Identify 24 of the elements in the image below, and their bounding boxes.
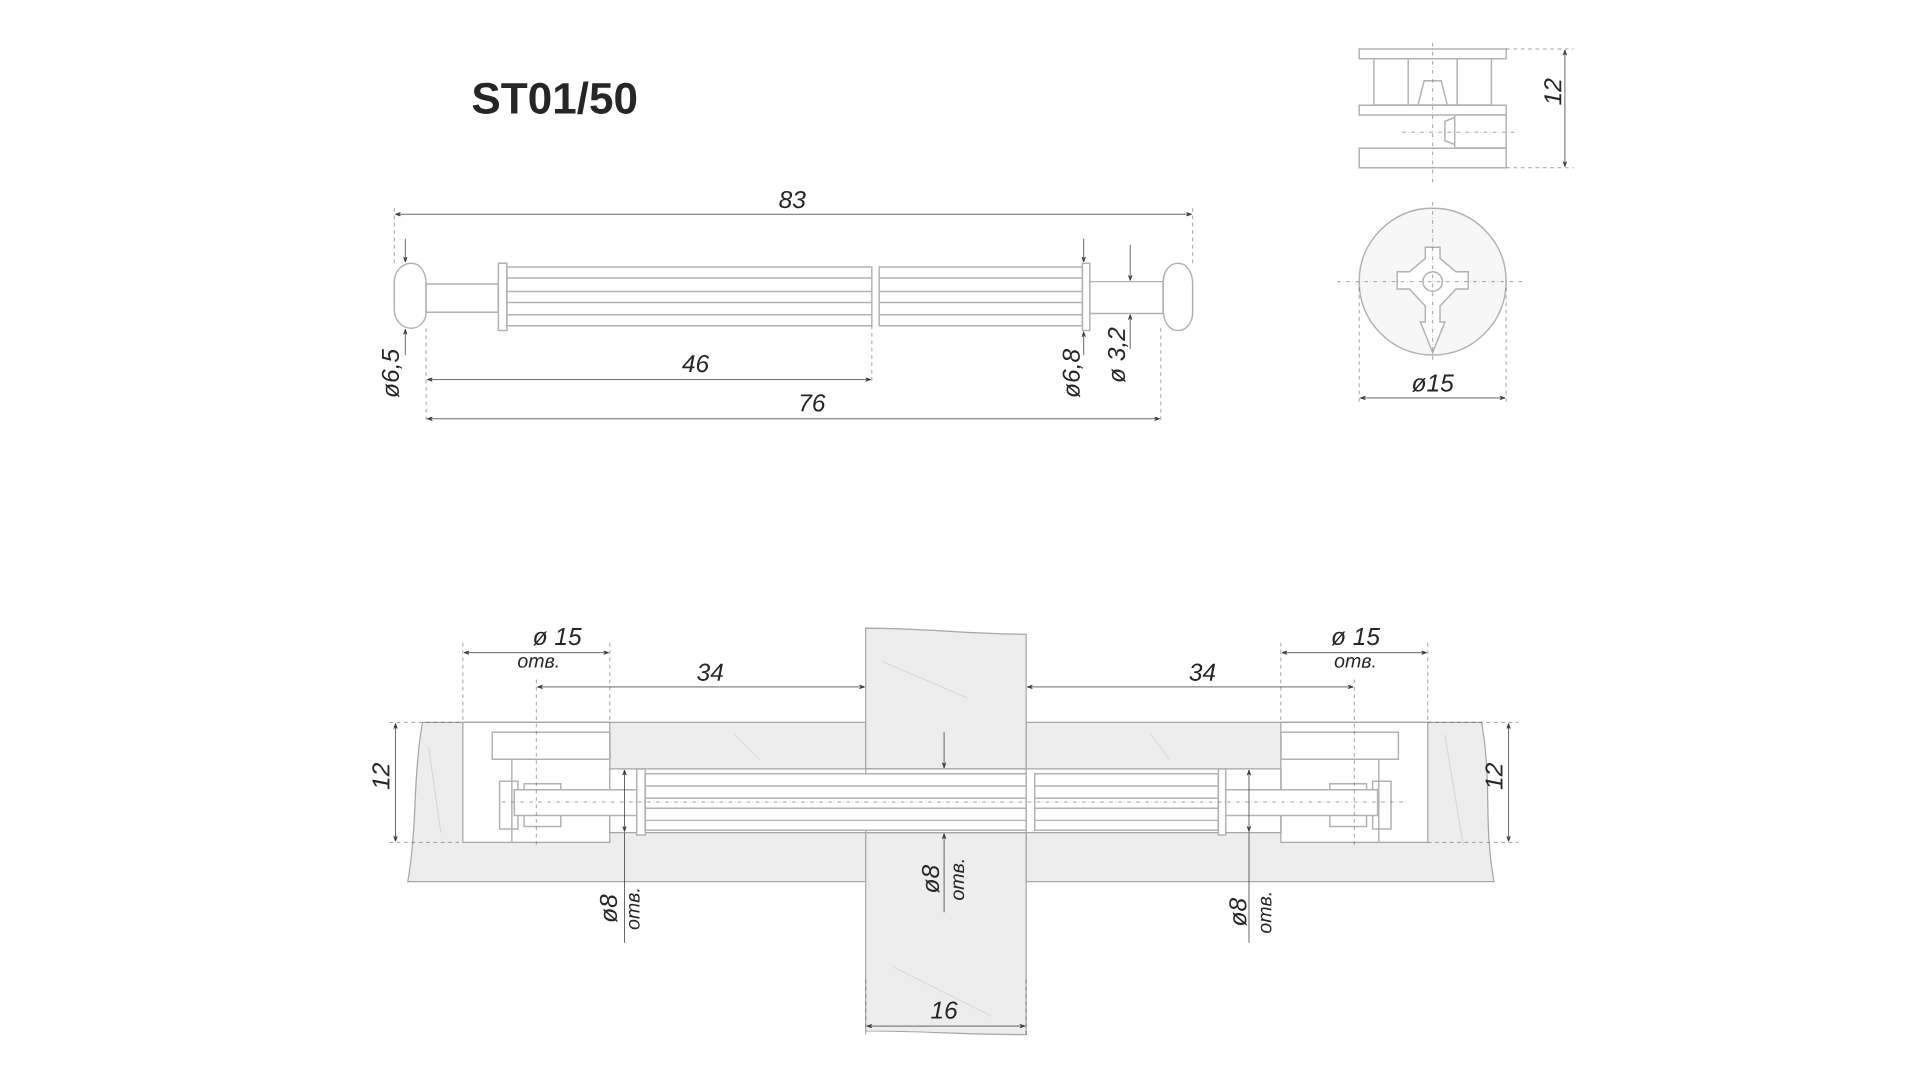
dimension-label: 46 xyxy=(682,355,710,373)
dimension-label: отв. xyxy=(518,657,558,668)
dimension-label: ø 15 xyxy=(1331,628,1381,646)
dimension-label: 83 xyxy=(779,190,806,209)
dimension-label: отв. xyxy=(953,860,965,900)
title: ST01/50 xyxy=(472,81,637,115)
dimension-label: ø8 xyxy=(599,894,618,923)
dimension-label: ø8 xyxy=(921,865,940,893)
dimension-label: ø8 xyxy=(1229,898,1247,926)
dimension-label: отв. xyxy=(1260,893,1272,934)
dimension-label: 12 xyxy=(1544,78,1562,105)
dimension-label: 12 xyxy=(1485,763,1503,790)
dimension-label: ø 15 xyxy=(533,628,582,646)
dimension-label: 12 xyxy=(372,763,390,790)
dimension-label: 76 xyxy=(800,394,826,412)
dimension-label: 16 xyxy=(931,1001,958,1019)
dimension-label: ø6,5 xyxy=(381,348,402,398)
dimension-label: отв. xyxy=(628,889,640,930)
dimension-label: отв. xyxy=(1334,657,1375,668)
dimension-label: ø6,8 xyxy=(1062,349,1083,398)
dimension-label: 34 xyxy=(1189,663,1216,681)
dimension-label: ø15 xyxy=(1412,374,1454,392)
dimension-label: ø 3,2 xyxy=(1107,327,1129,383)
dimension-label: 34 xyxy=(697,663,723,681)
